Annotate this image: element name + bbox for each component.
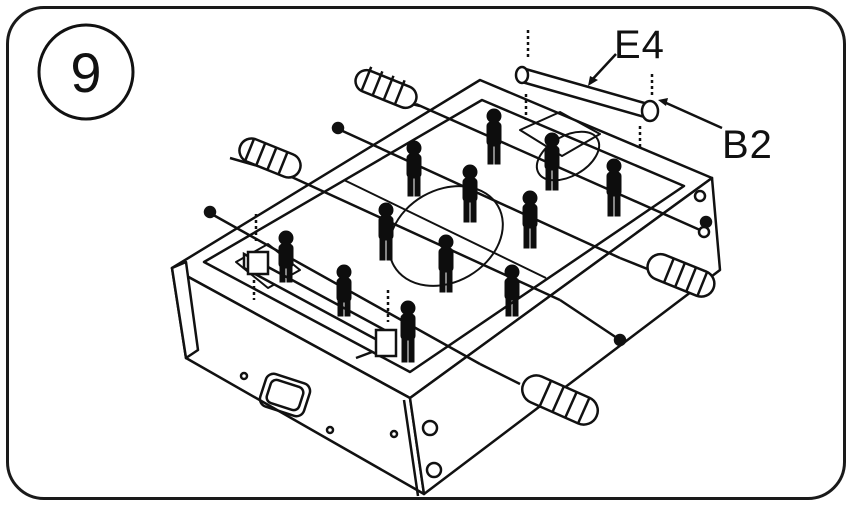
rod-handle [238,137,302,179]
player-figure [544,132,560,191]
goal-bar-bracket [374,328,398,358]
leader-line-b2 [663,100,723,130]
screw-hole [325,425,335,435]
handle-grip [277,151,289,175]
handle-grip [371,70,384,96]
handle-grip [685,266,698,293]
rod-end-cap [331,121,345,135]
player-figure [400,300,416,363]
step-circle [37,23,135,121]
foot-pad [425,461,443,479]
screw-hole [389,429,399,439]
end-panel-edge [402,399,420,497]
player-figure [462,164,478,223]
end-panel-left [170,260,200,360]
player-figure [486,108,502,165]
goal-bar-bracket [246,250,270,276]
player-figure [504,264,520,317]
center-line [343,179,547,279]
rod [479,362,521,386]
player-figure [606,158,622,217]
handle-grip [266,147,278,171]
screw-guide [355,350,373,360]
center-circle [388,185,504,287]
step-badge: 9 [37,23,135,121]
goal-bar-end [514,65,530,85]
handle-grip [255,142,267,166]
goal-area-left [235,243,301,289]
goal-bar-end [640,99,660,123]
handle-grip [564,391,578,419]
handle-grip [243,138,256,162]
callout-b2: B2 [658,98,773,167]
player-figure [522,190,538,249]
handle-grip [538,380,553,407]
player-figures [278,108,622,363]
screw-hole [239,371,249,381]
rod [559,298,621,342]
handle-grip [662,257,675,284]
callout-label-e4: E4 [614,23,665,67]
rod [619,256,651,272]
handle-grip [696,271,709,297]
player-figure [406,140,422,197]
callout-e4: E4 [588,23,665,86]
handle-grip [382,75,395,101]
callout-label-b2: B2 [722,123,773,167]
player-figure [278,230,294,283]
player-figure [336,264,352,317]
handle-grip [360,66,373,92]
player-figure [438,234,454,293]
leader-line-e4 [589,53,617,83]
score-slot [258,372,312,418]
player-rods [203,66,716,426]
handle-grip [393,79,406,105]
rod-end-cap [699,215,713,229]
step-number: 9 [70,41,101,104]
foot-pad [693,189,707,203]
goal-bar-e4 [514,30,660,150]
rod-end-cap [203,205,217,219]
player-figure [378,202,394,261]
rod [335,126,621,260]
rod-handle [520,374,600,426]
handle-grip [576,397,591,424]
score-slot-inner [265,378,305,412]
end-wall-right [408,176,722,496]
leader-arrow-e4 [588,76,598,86]
handle-grip [551,385,566,413]
handle-grip [673,262,687,288]
rod-handle [354,68,418,110]
leader-arrow-b2 [658,98,668,106]
foot-pad [421,419,439,437]
